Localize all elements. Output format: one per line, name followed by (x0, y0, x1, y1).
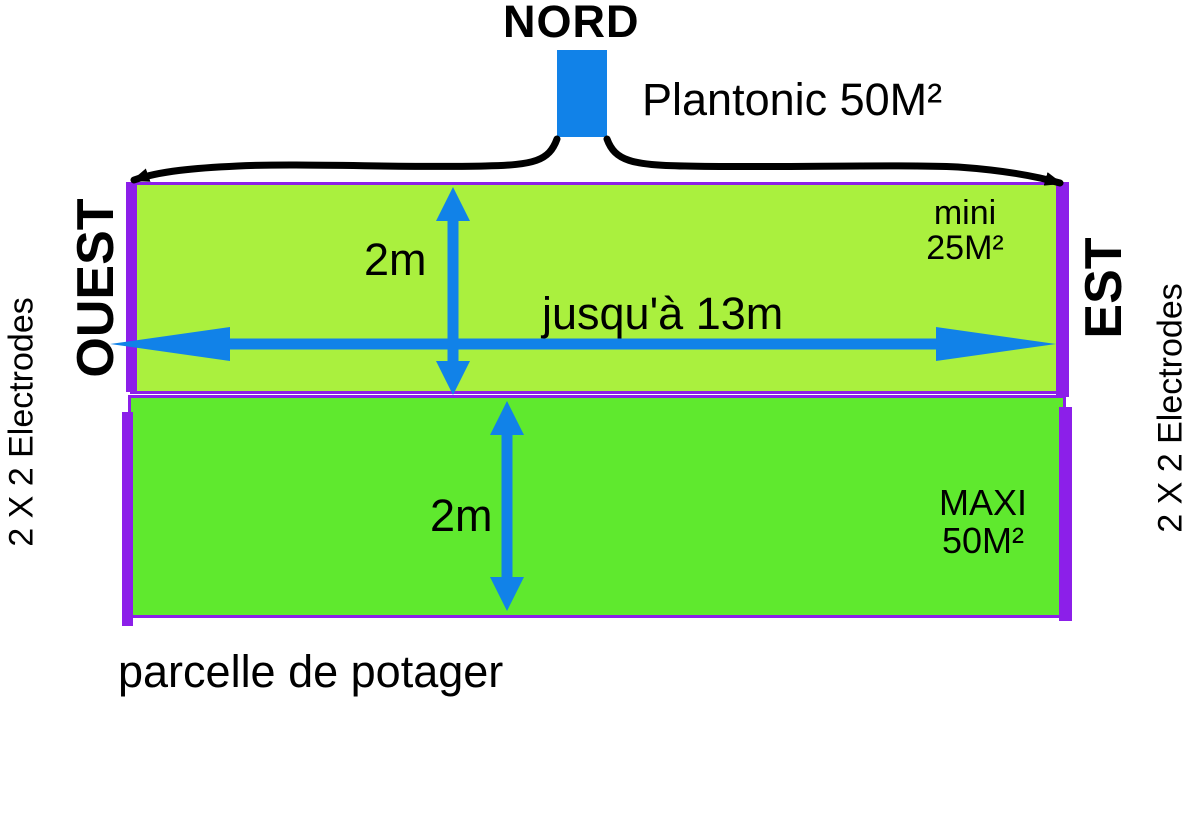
caption: parcelle de potager (118, 646, 504, 697)
electrode-bar-west-bottom (122, 412, 133, 626)
electrode-bar-east-bottom (1059, 407, 1072, 621)
electrode-bar-west-top (126, 182, 137, 392)
depth-label-maxi: 2m (430, 490, 493, 541)
plot-maxi-name: MAXI (938, 482, 1027, 523)
electrodes-label-west: 2 X 2 Electrodes (2, 297, 41, 547)
plot-mini-area: 25M² (926, 229, 1004, 267)
electrodes-label-east: 2 X 2 Electrodes (1151, 283, 1190, 533)
width-label-mini: jusqu'à 13m (542, 288, 784, 339)
compass-north-label: NORD (503, 0, 640, 47)
compass-east-label: EST (1075, 237, 1133, 339)
connector-curve-east (603, 135, 1064, 187)
depth-label-mini: 2m (364, 234, 427, 285)
product-label: Plantonic 50M² (642, 74, 943, 125)
plot-mini-area-label: mini 25M² (898, 196, 1032, 266)
plot-mini-name: mini (933, 194, 997, 232)
plot-maxi-area: 50M² (941, 520, 1025, 561)
compass-west-label: OUEST (67, 198, 125, 378)
connector-curve-west (130, 135, 561, 184)
plot-maxi-area-label: MAXI 50M² (896, 484, 1070, 560)
plantonic-unit-box (557, 50, 607, 137)
plot-maxi-rect (128, 395, 1066, 618)
electrode-bar-east-top (1056, 182, 1069, 397)
